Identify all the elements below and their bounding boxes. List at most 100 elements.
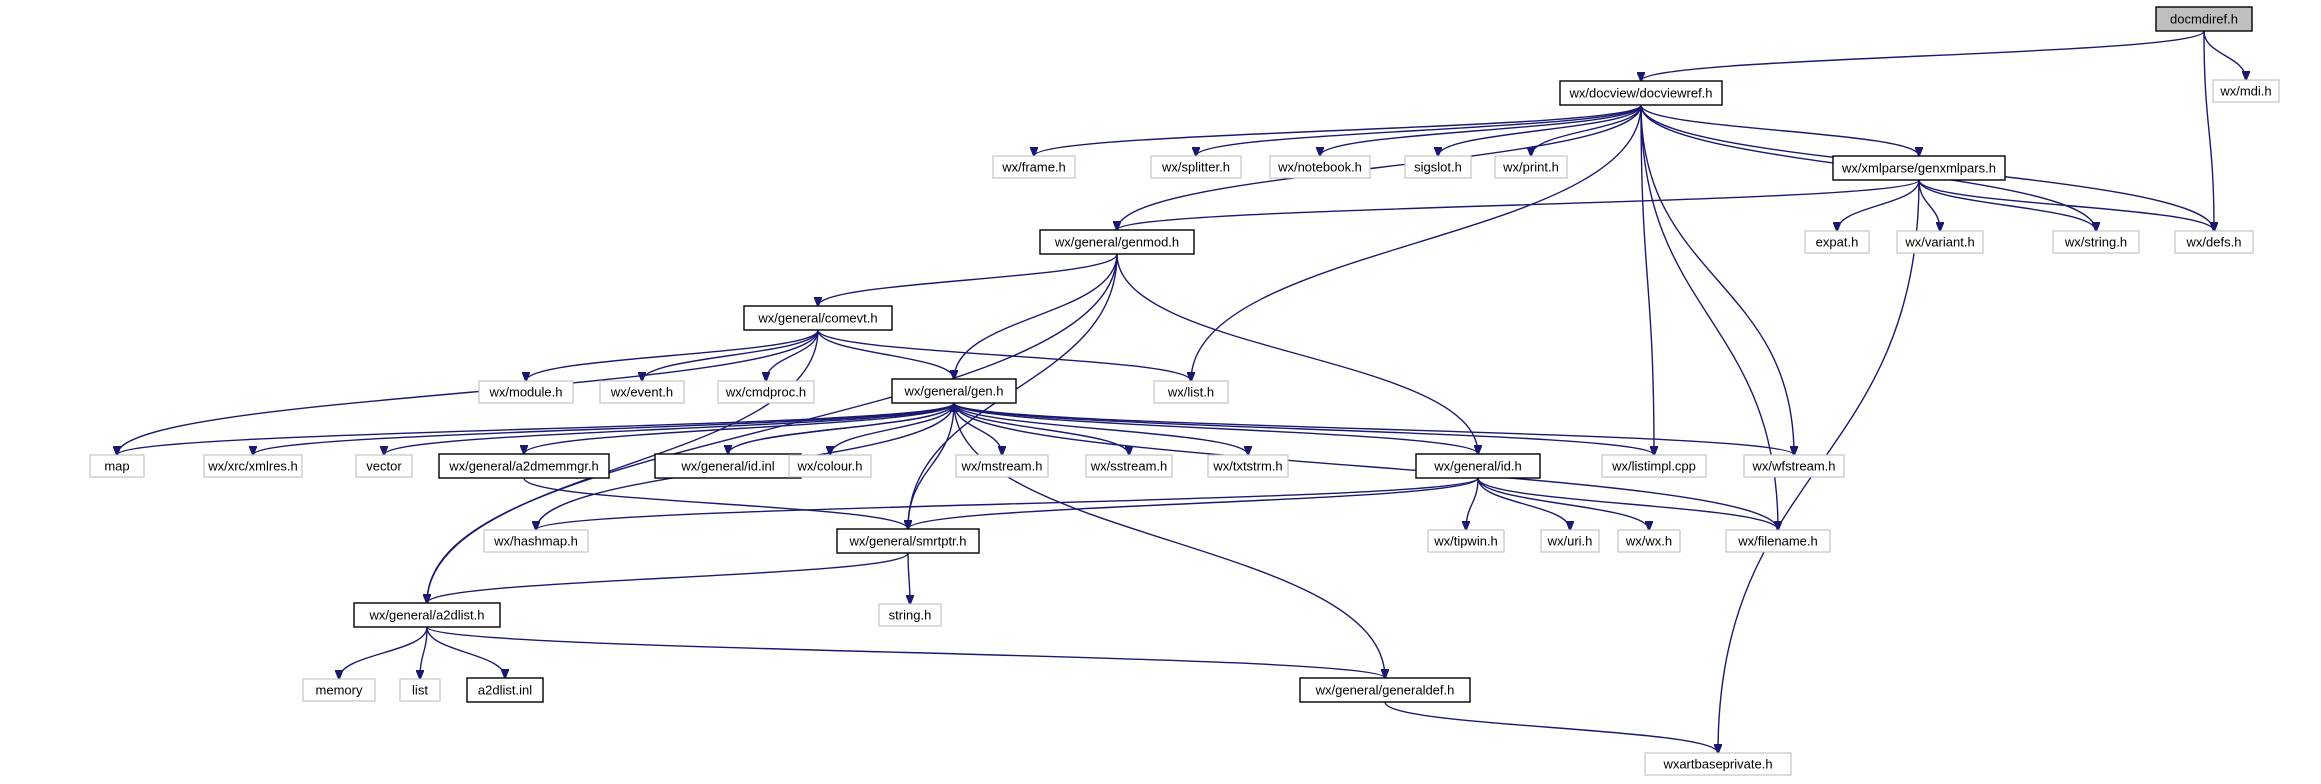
edge-comevt-to-module — [526, 329, 819, 381]
node-idh[interactable]: wx/general/id.h — [1415, 453, 1541, 479]
node-box-genxmlpars — [1832, 155, 2006, 181]
edge-a2dlist-to-a2dlistinl — [426, 626, 505, 678]
node-label-string: wx/string.h — [2064, 235, 2127, 250]
node-label-idinl: wx/general/id.inl — [680, 459, 774, 474]
node-mdi: wx/mdi.h — [2212, 79, 2280, 103]
edge-comevt-to-map — [117, 329, 819, 455]
node-label-frame: wx/frame.h — [1001, 160, 1066, 175]
node-box-variant — [1896, 230, 1984, 254]
node-label-cmdproc: wx/cmdproc.h — [725, 385, 806, 400]
node-idinl[interactable]: wx/general/id.inl — [654, 453, 802, 479]
node-artbase: wxartbaseprivate.h — [1644, 752, 1792, 776]
node-box-docmdiref — [2155, 6, 2253, 32]
edge-gen-to-map — [117, 402, 955, 455]
node-label-expat: expat.h — [1816, 235, 1859, 250]
node-box-gen — [891, 378, 1017, 404]
node-box-map — [89, 454, 145, 478]
edge-a2dmemmgr-to-smrtptr — [523, 477, 908, 529]
node-comevt[interactable]: wx/general/comevt.h — [743, 305, 893, 331]
edge-generaldef-to-artbase — [1384, 701, 1718, 753]
node-label-genxmlpars: wx/xmlparse/genxmlpars.h — [1841, 161, 1996, 176]
node-label-list_h: wx/list.h — [1167, 385, 1214, 400]
node-gen[interactable]: wx/general/gen.h — [891, 378, 1017, 404]
edge-gen-to-listimpl — [953, 402, 1654, 455]
node-label-docmdiref: docmdiref.h — [2170, 12, 2238, 27]
edge-idinl-to-gen — [727, 403, 954, 455]
node-cmdproc: wx/cmdproc.h — [717, 380, 815, 404]
node-a2dmemmgr[interactable]: wx/general/a2dmemmgr.h — [438, 453, 610, 479]
node-box-string — [2052, 230, 2140, 254]
edge-gen-to-xmlres — [253, 402, 955, 455]
node-label-genmod: wx/general/genmod.h — [1054, 235, 1179, 250]
node-label-artbase: wxartbaseprivate.h — [1662, 757, 1772, 772]
edge-comevt-to-gen — [817, 329, 954, 379]
node-box-tipwin — [1427, 529, 1505, 553]
node-docmdiref[interactable]: docmdiref.h — [2155, 6, 2253, 32]
node-splitter: wx/splitter.h — [1150, 155, 1242, 179]
edge-idh-to-tipwin — [1466, 477, 1479, 530]
node-label-gen: wx/general/gen.h — [903, 384, 1003, 399]
node-docviewref[interactable]: wx/docview/docviewref.h — [1559, 80, 1723, 106]
node-listimpl: wx/listimpl.cpp — [1601, 454, 1707, 478]
node-generaldef[interactable]: wx/general/generaldef.h — [1299, 677, 1471, 703]
node-box-a2dlistinl — [466, 677, 544, 703]
node-xmlres: wx/xrc/xmlres.h — [203, 454, 303, 478]
node-box-frame — [992, 155, 1076, 179]
node-label-generaldef: wx/general/generaldef.h — [1315, 683, 1455, 698]
node-smrtptr[interactable]: wx/general/smrtptr.h — [836, 528, 980, 554]
edge-docmdiref-to-defs — [2203, 30, 2214, 231]
edge-docviewref-to-notebook — [1320, 104, 1642, 156]
node-label-hashmap: wx/hashmap.h — [493, 534, 578, 549]
node-label-map: map — [104, 459, 129, 474]
node-label-mstream: wx/mstream.h — [961, 459, 1043, 474]
node-label-event: wx/event.h — [610, 385, 673, 400]
node-event: wx/event.h — [599, 380, 685, 404]
edge-comevt-to-cmdproc — [766, 329, 819, 381]
node-defs: wx/defs.h — [2174, 230, 2254, 254]
node-box-smrtptr — [836, 528, 980, 554]
node-box-a2dlist — [353, 602, 501, 628]
node-label-notebook: wx/notebook.h — [1277, 160, 1362, 175]
node-box-docviewref — [1559, 80, 1723, 106]
node-label-a2dlistinl: a2dlist.inl — [478, 683, 532, 698]
node-stringh: string.h — [878, 603, 942, 627]
node-label-smrtptr: wx/general/smrtptr.h — [848, 534, 966, 549]
node-label-wxh: wx/wx.h — [1625, 534, 1672, 549]
node-label-vector: vector — [366, 459, 402, 474]
node-box-vector — [355, 454, 413, 478]
edge-docviewref-to-genxmlpars — [1640, 104, 1919, 156]
node-box-idh — [1415, 453, 1541, 479]
node-box-list_h — [1153, 380, 1229, 404]
node-tipwin: wx/tipwin.h — [1427, 529, 1505, 553]
node-memory: memory — [302, 678, 376, 702]
node-module: wx/module.h — [478, 380, 574, 404]
node-genmod[interactable]: wx/general/genmod.h — [1039, 229, 1195, 255]
node-box-artbase — [1644, 752, 1792, 776]
node-label-a2dmemmgr: wx/general/a2dmemmgr.h — [448, 459, 599, 474]
edge-docviewref-to-listimpl — [1640, 104, 1654, 455]
node-a2dlist[interactable]: wx/general/a2dlist.h — [353, 602, 501, 628]
node-notebook: wx/notebook.h — [1269, 155, 1371, 179]
node-a2dlistinl[interactable]: a2dlist.inl — [466, 677, 544, 703]
node-label-filename: wx/filename.h — [1737, 534, 1817, 549]
edge-smrtptr-to-stringh — [908, 552, 910, 604]
node-box-sstream — [1085, 454, 1173, 478]
node-label-stringh: string.h — [889, 608, 932, 623]
edge-idh-to-uri — [1477, 477, 1570, 530]
edge-gen-to-idh — [953, 402, 1478, 454]
node-vector: vector — [355, 454, 413, 478]
node-box-idinl — [654, 453, 802, 479]
edge-genxmlpars-to-string — [1918, 179, 2096, 231]
node-label-listimpl: wx/listimpl.cpp — [1611, 459, 1696, 474]
node-box-a2dmemmgr — [438, 453, 610, 479]
edge-docviewref-to-list_h — [1191, 104, 1642, 381]
edge-docviewref-to-print — [1531, 104, 1642, 156]
node-layer: docmdiref.h wx/mdi.h wx/docview/docviewref… — [89, 6, 2280, 776]
node-box-sigslot — [1404, 155, 1472, 179]
node-label-memory: memory — [316, 683, 363, 698]
edge-comevt-to-list_h — [817, 329, 1191, 381]
node-genxmlpars[interactable]: wx/xmlparse/genxmlpars.h — [1832, 155, 2006, 181]
node-frame: wx/frame.h — [992, 155, 1076, 179]
edge-smrtptr-to-a2dlist — [427, 552, 909, 603]
